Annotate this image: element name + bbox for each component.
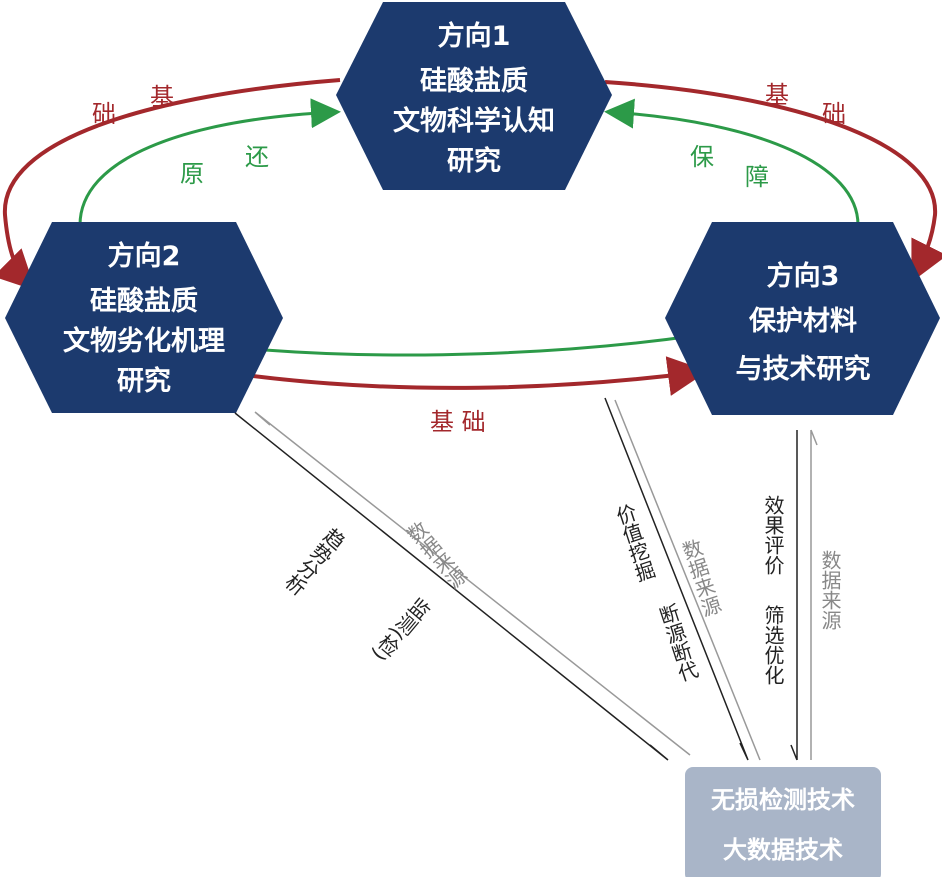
label-zhang: 障 — [745, 163, 769, 191]
d1-line3: 研究 — [447, 145, 501, 177]
d1-line1: 硅酸盐质 — [420, 66, 528, 97]
label-yuan: 原 — [180, 160, 204, 188]
d3-line2: 与技术研究 — [736, 353, 871, 385]
red-arc-right — [604, 80, 942, 283]
label-data-source-d3: 数据来源 — [818, 550, 842, 630]
label-data-source-d1: 数据来源 — [676, 536, 724, 620]
label-huan: 还 — [245, 143, 269, 171]
label-chu-right: 础 — [822, 100, 846, 128]
label-effect-evaluation: 效果评价 — [761, 495, 785, 575]
red-arc-left — [0, 78, 341, 291]
label-ji-left: 基 — [150, 83, 174, 111]
d1-title: 方向1 — [438, 20, 511, 52]
label-trend-analysis: 趋势分析 — [279, 522, 349, 599]
green-arc-left — [78, 98, 341, 226]
label-screening: 筛选优化 — [761, 605, 785, 685]
direction-2-node[interactable] — [5, 222, 283, 413]
green-arc-bottom — [264, 333, 701, 357]
red-arc-bottom — [244, 356, 708, 396]
d1-line2: 文物科学认知 — [393, 105, 555, 137]
label-ji-right: 基 — [765, 81, 789, 109]
label-dating: 断源断代 — [653, 601, 701, 685]
tech-line2: 大数据技术 — [723, 836, 843, 864]
label-monitoring: 监测(检) — [367, 592, 434, 666]
d2-line1: 硅酸盐质 — [90, 286, 198, 317]
d2-line2: 文物劣化机理 — [63, 325, 225, 357]
direction-1-node[interactable] — [336, 2, 612, 190]
label-data-source-d2: 数据来源 — [401, 517, 471, 594]
label-jichu-bottom: 基 础 — [430, 408, 486, 436]
d2-title: 方向2 — [108, 240, 181, 272]
d3-title: 方向3 — [767, 260, 840, 292]
d2-line3: 研究 — [117, 365, 171, 397]
link-arrows — [234, 397, 818, 761]
d3-line1: 保护材料 — [748, 306, 857, 337]
tech-line1: 无损检测技术 — [711, 786, 855, 814]
tech-box[interactable] — [685, 767, 881, 877]
label-chu-left: 础 — [92, 100, 116, 128]
direction-3-node[interactable] — [665, 222, 940, 415]
label-bao: 保 — [690, 143, 714, 171]
green-arc-right — [604, 98, 860, 226]
